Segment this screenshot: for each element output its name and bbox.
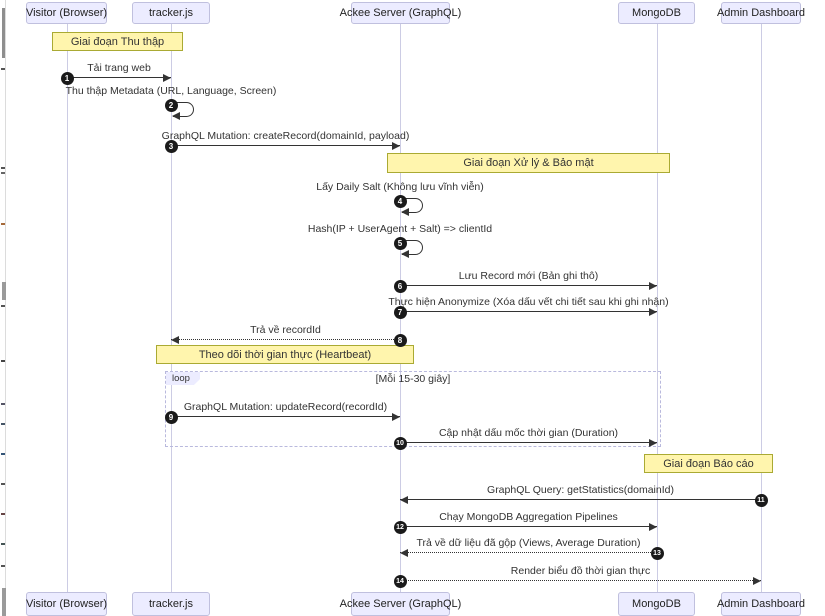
sequence-number-badge: 9 — [164, 410, 178, 424]
message-line — [400, 311, 657, 312]
sequence-number-badge: 1 — [60, 71, 74, 85]
minimap-speck — [1, 423, 5, 425]
message-label: Trả về recordId — [250, 324, 321, 336]
phase-note-1: Giai đoạn Thu thập — [52, 32, 183, 51]
minimap-speck — [1, 513, 5, 515]
minimap-section — [2, 282, 6, 300]
message-label: Hash(IP + UserAgent + Salt) => clientId — [307, 223, 493, 235]
message-line — [171, 416, 400, 417]
message-line — [67, 77, 171, 78]
minimap-speck — [1, 403, 5, 405]
message-line — [400, 526, 657, 527]
participant-top-tracker-js: tracker.js — [132, 2, 210, 24]
message-line — [171, 339, 400, 340]
arrowhead-icon — [400, 496, 408, 504]
participant-bottom-visitor-browser: Visitor (Browser) — [26, 592, 107, 616]
message-line — [171, 145, 400, 146]
arrowhead-icon — [392, 142, 400, 150]
minimap-speck — [1, 565, 5, 567]
participant-top-visitor-browser: Visitor (Browser) — [26, 2, 107, 24]
participant-top-mongodb: MongoDB — [618, 2, 695, 24]
loop-frame: loop [Mỗi 15-30 giây] — [165, 371, 661, 447]
message-label: Thu thập Metadata (URL, Language, Screen… — [65, 85, 277, 97]
arrowhead-icon — [401, 208, 409, 216]
sequence-number-badge: 8 — [393, 333, 407, 347]
arrowhead-icon — [649, 308, 657, 316]
message-label: Thực hiện Anonymize (Xóa dấu vết chi tiế… — [388, 296, 669, 308]
self-message-arc — [402, 198, 423, 213]
message-line — [400, 499, 761, 500]
minimap-speck — [1, 172, 5, 174]
arrowhead-icon — [172, 112, 180, 120]
minimap-section — [2, 588, 6, 616]
sequence-number-badge: 3 — [164, 139, 178, 153]
message-label: Lưu Record mới (Bản ghi thô) — [458, 270, 599, 282]
message-label: Chạy MongoDB Aggregation Pipelines — [439, 511, 618, 523]
participant-top-ackee-server-graphql: Ackee Server (GraphQL) — [340, 2, 461, 24]
minimap-speck — [1, 223, 5, 225]
message-label: GraphQL Mutation: updateRecord(recordId) — [183, 401, 388, 413]
minimap-speck — [1, 543, 5, 545]
message-label: Tải trang web — [87, 62, 151, 74]
scrollbar-thumb[interactable] — [2, 8, 5, 58]
arrowhead-icon — [753, 577, 761, 585]
message-label: Render biểu đồ thời gian thực — [510, 565, 651, 577]
editor-minimap-sliver — [0, 0, 7, 616]
minimap-speck — [1, 305, 5, 307]
message-line — [400, 285, 657, 286]
phase-note-3: Theo dõi thời gian thực (Heartbeat) — [156, 345, 414, 364]
message-label: Lấy Daily Salt (Không lưu vĩnh viễn) — [316, 181, 484, 193]
message-label: GraphQL Query: getStatistics(domainId) — [487, 484, 674, 496]
sequence-number-badge: 12 — [393, 520, 407, 534]
message-label: Cập nhật dấu mốc thời gian (Duration) — [438, 427, 619, 439]
minimap-speck — [1, 360, 5, 362]
arrowhead-icon — [401, 250, 409, 258]
participant-bottom-admin-dashboard: Admin Dashboard — [717, 592, 805, 616]
message-line — [400, 552, 657, 553]
sequence-number-badge: 11 — [754, 493, 768, 507]
minimap-speck — [1, 167, 5, 169]
sequence-number-badge: 6 — [393, 279, 407, 293]
participant-bottom-tracker-js: tracker.js — [132, 592, 210, 616]
self-message-arc — [402, 240, 423, 255]
participant-bottom-mongodb: MongoDB — [618, 592, 695, 616]
arrowhead-icon — [649, 523, 657, 531]
loop-label: loop — [166, 372, 200, 385]
arrowhead-icon — [392, 413, 400, 421]
lifeline-visitor-browser — [66, 24, 68, 592]
message-line — [400, 442, 657, 443]
sequence-number-badge: 10 — [393, 436, 407, 450]
sequence-number-badge: 13 — [650, 546, 664, 560]
lifeline-tracker-js — [170, 24, 172, 592]
pane-divider — [5, 0, 6, 616]
loop-condition: [Mỗi 15-30 giây] — [375, 373, 451, 385]
message-label: GraphQL Mutation: createRecord(domainId,… — [161, 130, 410, 142]
message-line — [400, 580, 761, 581]
minimap-speck — [1, 68, 5, 70]
lifeline-mongodb — [656, 24, 658, 592]
arrowhead-icon — [649, 439, 657, 447]
participant-top-admin-dashboard: Admin Dashboard — [717, 2, 805, 24]
arrowhead-icon — [649, 282, 657, 290]
phase-note-4: Giai đoạn Báo cáo — [644, 454, 773, 473]
sequence-number-badge: 4 — [393, 194, 407, 208]
lifeline-admin-dashboard — [760, 24, 762, 592]
arrowhead-icon — [171, 336, 179, 344]
sequence-number-badge: 7 — [393, 305, 407, 319]
message-label: Trả về dữ liệu đã gộp (Views, Average Du… — [416, 537, 641, 549]
minimap-speck — [1, 483, 5, 485]
arrowhead-icon — [400, 549, 408, 557]
minimap-speck — [1, 453, 5, 455]
participant-bottom-ackee-server-graphql: Ackee Server (GraphQL) — [340, 592, 461, 616]
phase-note-2: Giai đoạn Xử lý & Bảo mật — [387, 153, 670, 173]
sequence-number-badge: 2 — [164, 98, 178, 112]
sequence-number-badge: 5 — [393, 236, 407, 250]
self-message-arc — [173, 102, 194, 117]
sequence-number-badge: 14 — [393, 574, 407, 588]
arrowhead-icon — [163, 74, 171, 82]
